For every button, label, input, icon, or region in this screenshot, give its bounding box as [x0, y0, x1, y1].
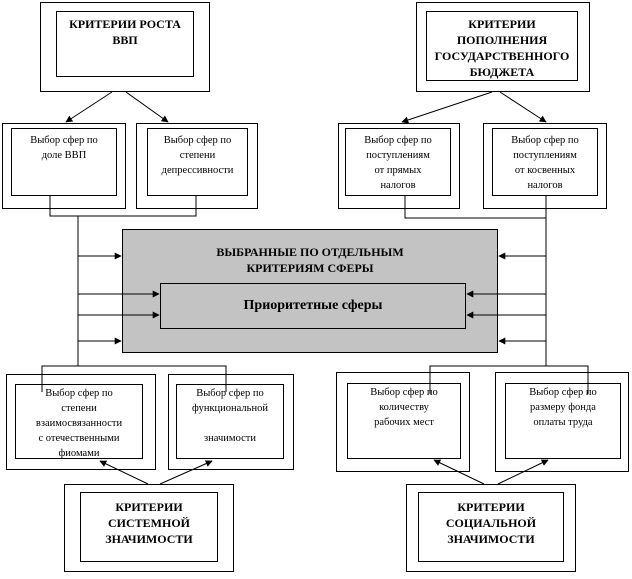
arrow-systemic-to-functional	[159, 460, 213, 485]
selection-depressive-box: Выбор сфер по степени депрессивности	[147, 128, 248, 196]
selection-jobs-label: Выбор сфер по количеству рабочих мест	[370, 387, 438, 428]
selection-direct-taxes-box: Выбор сфер по поступлениям от прямых нал…	[345, 128, 451, 196]
arrow-systemic-to-interconnection	[99, 460, 149, 485]
criteria-systemic-box: КРИТЕРИИ СИСТЕМНОЙ ЗНАЧИМОСТИ	[80, 492, 218, 562]
arrow-budget-to-direct	[401, 91, 493, 124]
selected-spheres-title-text: ВЫБРАННЫЕ ПО ОТДЕЛЬНЫМ КРИТЕРИЯМ СФЕРЫ	[216, 245, 404, 275]
selection-gdp-share-box: Выбор сфер по доле ВВП	[11, 128, 117, 196]
selection-jobs-box: Выбор сфер по количеству рабочих мест	[347, 383, 461, 459]
priority-spheres-box: Приоритетные сферы	[160, 283, 466, 329]
bracket-top-right	[404, 196, 547, 219]
selection-functional-box: Выбор сфер по функциональной значимости	[176, 384, 284, 459]
selection-wage-fund-box: Выбор сфер по размеру фонда оплаты труда	[505, 383, 621, 459]
selection-interconnection-box: Выбор сфер по степени взаимосвязанности …	[15, 384, 143, 459]
selected-spheres-title: ВЫБРАННЫЕ ПО ОТДЕЛЬНЫМ КРИТЕРИЯМ СФЕРЫ	[122, 244, 498, 276]
selection-interconnection-label: Выбор сфер по степени взаимосвязанности …	[35, 388, 123, 459]
bracket-bottom-right	[429, 365, 589, 394]
arrow-gdp-to-share	[65, 91, 113, 123]
arrow-budget-to-indirect	[499, 91, 547, 123]
bracket-bottom-left	[41, 365, 227, 392]
arrow-gdp-to-depressive	[125, 91, 169, 123]
selection-indirect-taxes-box: Выбор сфер по поступлениям от косвенных …	[492, 128, 598, 196]
criteria-budget-box: КРИТЕРИИ ПОПОЛНЕНИЯ ГОСУДАРСТВЕННОГО БЮД…	[426, 11, 578, 81]
arrow-social-to-wage	[497, 459, 549, 485]
selection-direct-taxes-label: Выбор сфер по поступлениям от прямых нал…	[364, 135, 432, 191]
selection-functional-label: Выбор сфер по функциональной значимости	[192, 388, 268, 444]
bracket-top-left	[49, 196, 197, 217]
criteria-social-label: КРИТЕРИИ СОЦИАЛЬНОЙ ЗНАЧИМОСТИ	[445, 500, 537, 546]
criteria-social-box: КРИТЕРИИ СОЦИАЛЬНОЙ ЗНАЧИМОСТИ	[418, 492, 564, 562]
criteria-gdp-label: КРИТЕРИИ РОСТА ВВП	[69, 17, 181, 47]
priority-spheres-label: Приоритетные сферы	[243, 298, 383, 313]
selection-gdp-share-label: Выбор сфер по доле ВВП	[30, 135, 98, 161]
criteria-gdp-box: КРИТЕРИИ РОСТА ВВП	[56, 11, 194, 77]
selection-indirect-taxes-label: Выбор сфер по поступлениям от косвенных …	[511, 135, 579, 191]
criteria-budget-label: КРИТЕРИИ ПОПОЛНЕНИЯ ГОСУДАРСТВЕННОГО БЮД…	[434, 17, 570, 79]
criteria-systemic-label: КРИТЕРИИ СИСТЕМНОЙ ЗНАЧИМОСТИ	[105, 500, 193, 546]
arrow-social-to-jobs	[433, 459, 485, 485]
selection-wage-fund-label: Выбор сфер по размеру фонда оплаты труда	[529, 387, 597, 428]
selection-depressive-label: Выбор сфер по степени депрессивности	[161, 135, 234, 176]
